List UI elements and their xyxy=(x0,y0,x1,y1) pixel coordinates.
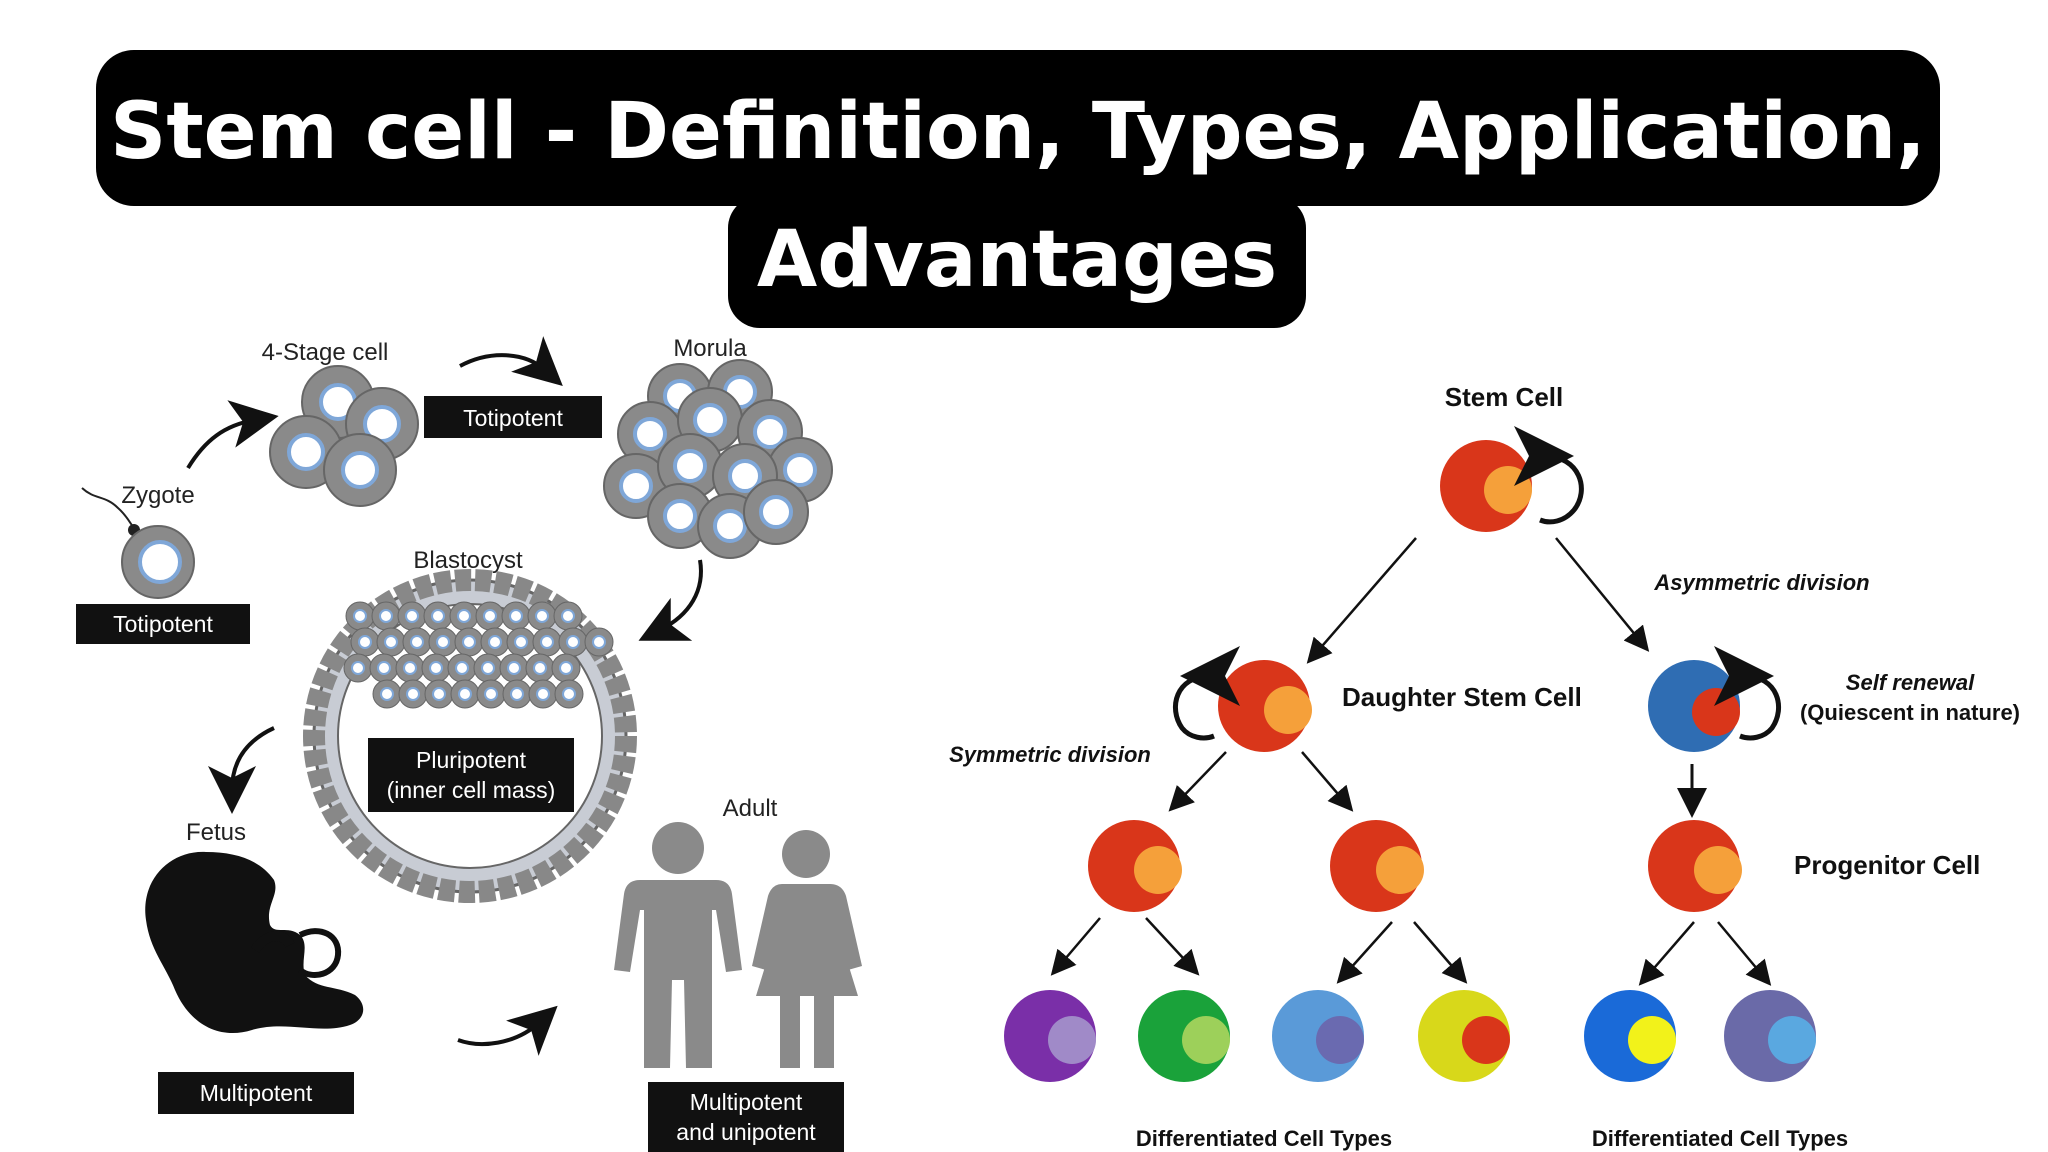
self-renewal-arrow-stem xyxy=(1513,425,1584,525)
morula-cells xyxy=(603,359,833,559)
four-stage-label: 4-Stage cell xyxy=(262,339,389,366)
arrow-zygote-to-4stage xyxy=(186,400,279,470)
differentiated-cell xyxy=(1138,990,1230,1082)
differentiated-cell xyxy=(1272,990,1364,1082)
stem-cell-division-diagram: Stem Cell Asymmetric division Daughter S… xyxy=(949,382,2020,1151)
embryo-development-diagram: Zygote Totipotent 4-Stage cell Totipoten… xyxy=(76,335,862,1152)
page-title-line-2: Advantages xyxy=(756,215,1278,305)
fetus-potency-box xyxy=(158,1072,354,1114)
arrow-fetus-to-adult xyxy=(457,1005,558,1056)
arrow-progenitor-to-diff-5 xyxy=(1638,921,1695,986)
adult-potency-label-2: and unipotent xyxy=(676,1119,816,1145)
blastocyst xyxy=(303,569,637,903)
fetus-potency-label: Multipotent xyxy=(200,1080,313,1106)
differentiated-cell xyxy=(1724,990,1816,1082)
quiescent-stem-cell xyxy=(1648,660,1740,752)
adult-potency-box xyxy=(648,1082,844,1152)
four-stage-cells xyxy=(269,365,419,507)
differentiated-cell xyxy=(1004,990,1096,1082)
self-renewal-arrow-daughter xyxy=(1172,645,1241,741)
differentiated-cell-types-label-left: Differentiated Cell Types xyxy=(1136,1126,1392,1151)
arrow-daughter-to-right xyxy=(1301,751,1354,812)
four-stage-potency-label: Totipotent xyxy=(463,405,563,431)
quiescent-label: (Quiescent in nature) xyxy=(1800,700,2020,725)
progenitor-cell-label: Progenitor Cell xyxy=(1794,850,1980,880)
page-title-line-1: Stem cell - Definition, Types, Applicati… xyxy=(110,87,1926,177)
fetus-silhouette xyxy=(145,851,364,1034)
stem-cell-label: Stem Cell xyxy=(1445,382,1564,412)
daughter-cell-right xyxy=(1330,820,1424,912)
zygote-label: Zygote xyxy=(121,482,194,509)
arrow-stem-to-quiescent xyxy=(1555,537,1650,652)
symmetric-division-label: Symmetric division xyxy=(949,742,1151,767)
stem-cell xyxy=(1440,440,1532,532)
zygote-cell xyxy=(81,487,195,599)
adult-woman-figure xyxy=(752,830,862,1068)
arrow-blastocyst-to-fetus xyxy=(208,726,275,814)
blastocyst-potency-box xyxy=(368,738,574,812)
zygote-potency-label: Totipotent xyxy=(113,611,213,637)
differentiated-cell xyxy=(1584,990,1676,1082)
differentiated-cell-types-label-right: Differentiated Cell Types xyxy=(1592,1126,1848,1151)
arrow-left-to-diff-1 xyxy=(1050,917,1101,976)
arrow-4stage-to-morula xyxy=(459,336,563,387)
asymmetric-division-label: Asymmetric division xyxy=(1653,570,1869,595)
title-banner xyxy=(96,50,1940,206)
title-banner-second-line xyxy=(728,196,1306,328)
zygote-potency-box xyxy=(76,604,250,644)
daughter-stem-cell xyxy=(1218,660,1312,752)
arrow-left-to-diff-2 xyxy=(1145,917,1200,976)
fetus-label: Fetus xyxy=(186,819,246,846)
progenitor-cell xyxy=(1648,820,1742,912)
arrow-morula-to-blastocyst xyxy=(638,559,703,641)
blastocyst-potency-label-1: Pluripotent xyxy=(416,747,527,773)
arrow-right-to-diff-3 xyxy=(1336,921,1393,984)
daughter-stem-cell-label: Daughter Stem Cell xyxy=(1342,682,1582,712)
daughter-cell-left xyxy=(1088,820,1182,912)
self-renewal-label: Self renewal xyxy=(1846,670,1975,695)
adult-label: Adult xyxy=(723,795,778,822)
adult-potency-label-1: Multipotent xyxy=(690,1089,803,1115)
arrow-right-to-diff-4 xyxy=(1413,921,1468,984)
arrow-daughter-to-left xyxy=(1168,751,1227,812)
differentiated-cell xyxy=(1418,990,1510,1082)
arrow-stem-to-daughter xyxy=(1306,537,1417,664)
differentiated-cells xyxy=(1004,990,1816,1082)
morula-label: Morula xyxy=(673,335,747,362)
arrow-progenitor-to-diff-6 xyxy=(1717,921,1772,986)
four-stage-potency-box xyxy=(424,396,602,438)
self-renewal-arrow-quiescent xyxy=(1713,645,1782,741)
blastocyst-potency-label-2: (inner cell mass) xyxy=(387,777,556,803)
adult-man-figure xyxy=(614,822,742,1068)
inner-cell-mass xyxy=(343,601,614,709)
